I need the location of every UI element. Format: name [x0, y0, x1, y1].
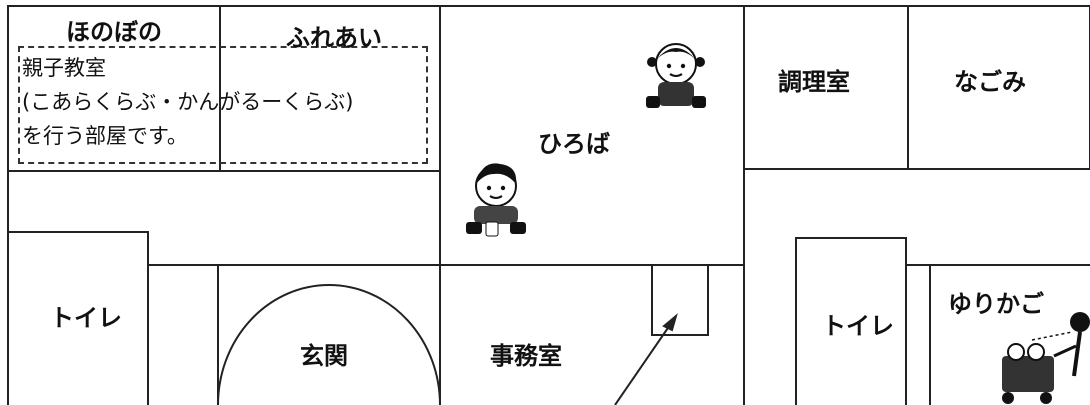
room-toilet-right: トイレ — [822, 312, 894, 340]
room-chourishitsu: 調理室 — [778, 68, 850, 96]
stroller-illustration — [1002, 312, 1090, 404]
pointer-arrow-head — [662, 313, 678, 332]
note-line-3: を行う部屋です。 — [22, 124, 188, 148]
room-hiroba: ひろば — [538, 130, 610, 158]
toilet-right-outline — [795, 237, 907, 405]
toilet-left-outline — [7, 231, 149, 405]
room-yurikago: ゆりかご — [948, 290, 1044, 318]
room-jimushitsu: 事務室 — [490, 342, 562, 370]
genkan-arc — [217, 284, 441, 405]
room-toilet-left: トイレ — [50, 304, 122, 332]
jimushitsu-closet — [651, 265, 709, 336]
note-line-2: (こあらくらぶ・かんがるーくらぶ) — [22, 90, 354, 114]
pointer-arrow-line — [614, 321, 673, 405]
room-honobono: ほのぼの — [66, 18, 162, 46]
note-line-1: 親子教室 — [22, 56, 106, 80]
room-fureai: ふれあい — [286, 24, 382, 52]
room-genkan: 玄関 — [300, 342, 348, 370]
room-nagomi: なごみ — [954, 68, 1026, 96]
note-box — [18, 46, 428, 164]
child-illustration-left — [466, 163, 526, 237]
child-illustration-top — [646, 43, 706, 108]
